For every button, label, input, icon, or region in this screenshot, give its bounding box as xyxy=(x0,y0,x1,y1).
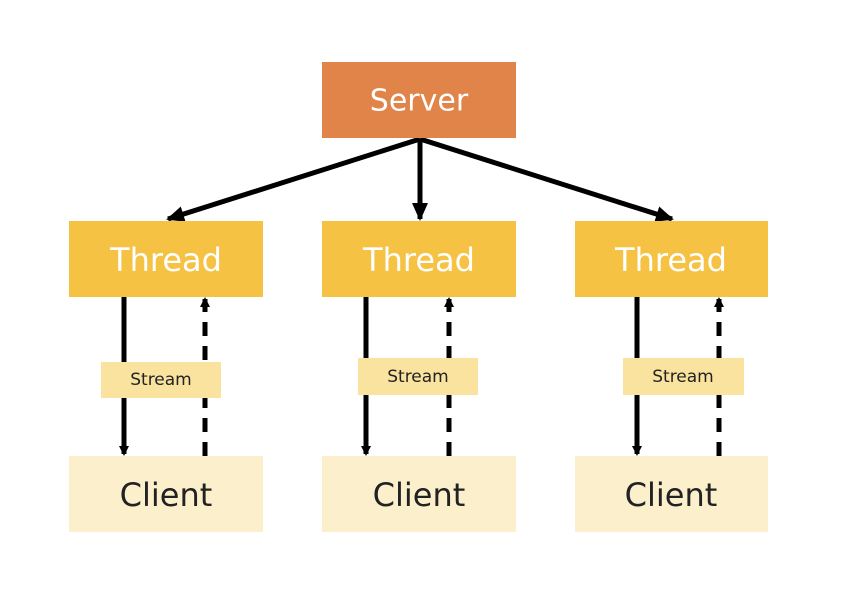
server-to-thread-arrows xyxy=(166,136,674,222)
thread-label: Thread xyxy=(614,241,727,279)
arrow-server-to-thread-1 xyxy=(166,136,421,222)
client-box xyxy=(322,456,516,532)
thread-client-column-3: Thread Stream Client xyxy=(575,221,768,532)
thread-box xyxy=(322,221,516,297)
thread-box xyxy=(69,221,263,297)
stream-label: Stream xyxy=(652,367,714,387)
server-label: Server xyxy=(370,84,469,119)
thread-box xyxy=(575,221,768,297)
client-label: Client xyxy=(120,476,213,514)
server-box xyxy=(322,62,516,138)
client-box xyxy=(69,456,263,532)
stream-label: Stream xyxy=(387,367,449,387)
client-box xyxy=(575,456,768,532)
stream-label-box xyxy=(101,362,221,398)
client-label: Client xyxy=(373,476,466,514)
server-node: Server xyxy=(322,62,516,138)
client-label: Client xyxy=(625,476,718,514)
stream-label: Stream xyxy=(130,370,192,390)
stream-label-box xyxy=(358,358,478,395)
arrow-server-to-thread-3 xyxy=(419,136,674,222)
thread-client-column-2: Thread Stream Client xyxy=(322,221,516,532)
thread-client-column-1: Thread Stream Client xyxy=(69,221,263,532)
thread-label: Thread xyxy=(109,241,222,279)
thread-label: Thread xyxy=(362,241,475,279)
stream-label-box xyxy=(623,358,744,395)
